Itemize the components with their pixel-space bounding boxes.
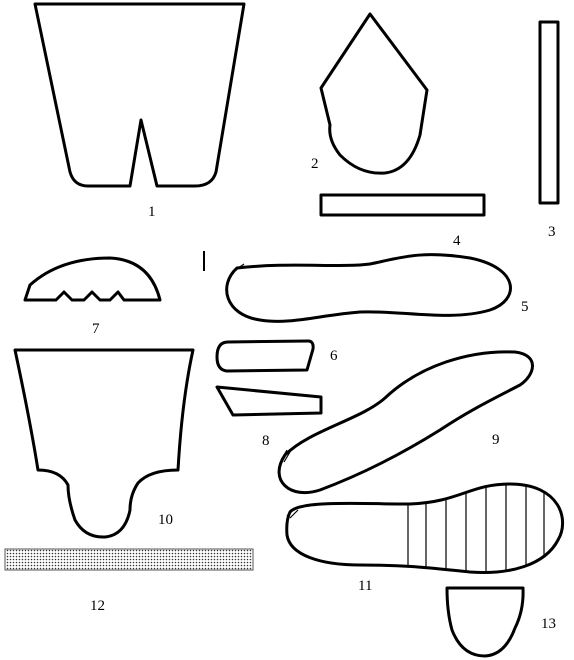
piece-10-label: 10 [158,512,173,528]
piece-8-label: 8 [262,433,270,449]
piece-2: 2 [311,12,429,175]
piece-1: 1 [33,2,246,220]
piece-6: 6 [215,339,338,373]
piece-10: 10 [13,348,195,539]
piece-8: 8 [215,385,323,449]
piece-4: 4 [319,193,486,249]
piece-6-label: 6 [330,348,338,364]
piece-9: 9 [277,350,534,495]
piece-5: 5 [225,253,529,323]
piece-1-label: 1 [148,204,156,220]
piece-12-label: 12 [90,598,105,614]
piece-7-label: 7 [92,321,100,337]
piece-4-label: 4 [453,233,461,249]
piece-9-label: 9 [492,432,500,448]
piece-2-label: 2 [311,156,319,172]
piece-12: 12 [4,548,254,614]
piece-13-label: 13 [541,616,556,632]
piece-3-label: 3 [548,224,556,240]
piece-7: 7 [23,256,162,337]
piece-11: 11 [285,482,565,594]
piece-11-tread-lines [407,484,545,573]
piece-13: 13 [445,586,556,658]
piece-5-label: 5 [521,299,529,315]
piece-3: 3 [538,20,560,240]
piece-11-label: 11 [358,578,372,594]
